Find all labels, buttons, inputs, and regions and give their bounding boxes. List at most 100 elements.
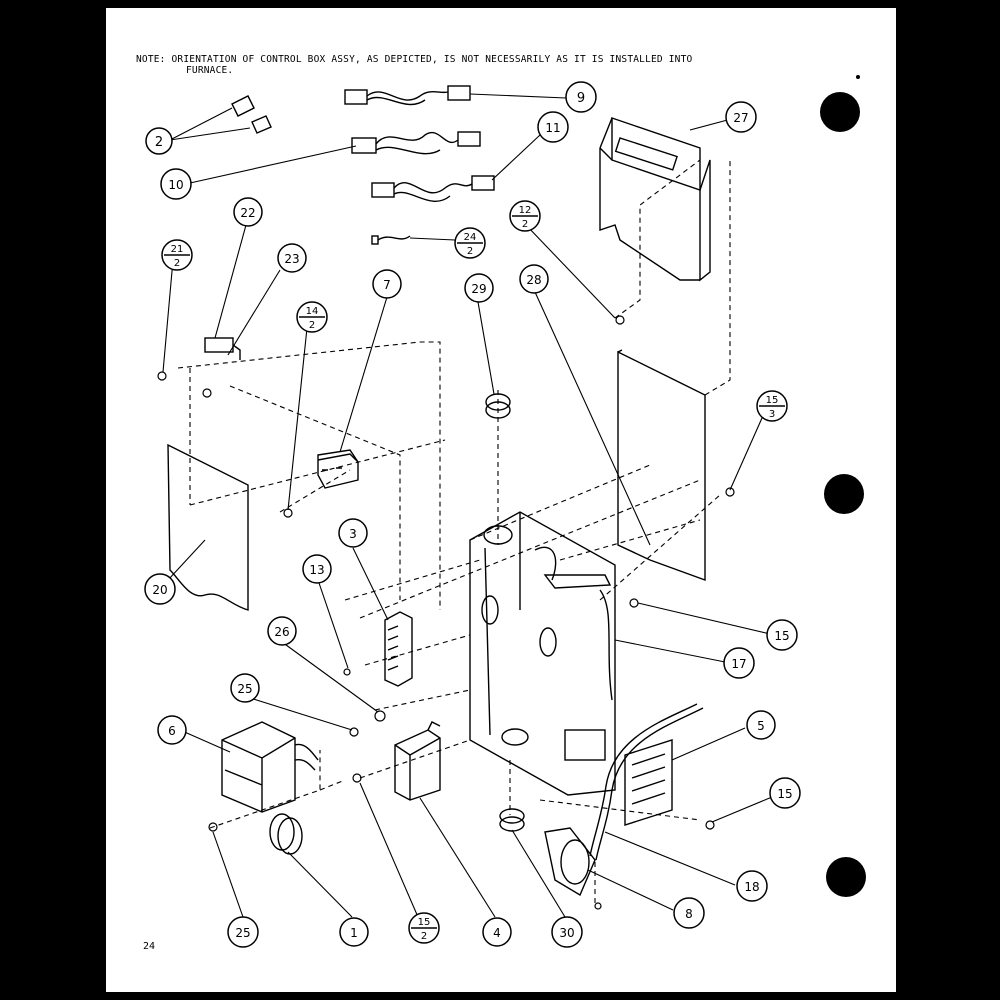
callout-4: 4	[482, 917, 512, 947]
svg-text:3: 3	[769, 409, 775, 420]
callout-5: 5	[746, 710, 776, 740]
svg-text:15: 15	[418, 917, 431, 928]
svg-text:12: 12	[519, 205, 532, 216]
stray-mark	[856, 75, 860, 79]
relay-4	[394, 721, 441, 801]
svg-text:20: 20	[152, 583, 167, 597]
control-board-27	[599, 117, 711, 282]
svg-text:2: 2	[467, 246, 473, 257]
transformer-6	[221, 721, 319, 813]
callout-25-upper: 25	[230, 673, 260, 703]
callout-26: 26	[267, 616, 297, 646]
callout-10: 10	[160, 168, 192, 200]
callout-3: 3	[338, 518, 368, 548]
svg-text:24: 24	[464, 232, 477, 243]
wire-caps-2	[231, 95, 272, 134]
svg-text:11: 11	[545, 121, 560, 135]
svg-text:8: 8	[685, 907, 693, 921]
callout-8: 8	[673, 897, 705, 929]
callout-2: 2	[145, 127, 173, 155]
page-number: 24	[143, 941, 156, 952]
svg-text:18: 18	[744, 880, 759, 894]
callout-27: 27	[725, 101, 757, 133]
control-box-17	[469, 511, 616, 796]
fraction-callout-15-2: 15 2	[408, 912, 440, 944]
svg-text:10: 10	[168, 178, 183, 192]
callout-20: 20	[144, 573, 176, 605]
svg-text:25: 25	[235, 926, 250, 940]
callout-18: 18	[736, 870, 768, 902]
svg-text:30: 30	[559, 926, 574, 940]
panel-20	[167, 443, 249, 611]
grommet-30	[499, 808, 525, 832]
svg-text:6: 6	[168, 724, 176, 738]
relay-7	[317, 449, 359, 489]
bracket-8	[544, 827, 596, 897]
callout-22: 22	[233, 197, 263, 227]
svg-text:2: 2	[522, 219, 528, 230]
callout-29: 29	[464, 273, 494, 303]
note-line-1: NOTE: ORIENTATION OF CONTROL BOX ASSY, A…	[136, 54, 693, 65]
svg-text:28: 28	[526, 273, 541, 287]
callout-6: 6	[157, 715, 187, 745]
callout-9: 9	[565, 81, 597, 113]
fraction-callout-15-3: 15 3	[756, 390, 788, 422]
svg-text:7: 7	[383, 278, 391, 292]
svg-text:4: 4	[493, 926, 501, 940]
wire-harness-11	[371, 175, 495, 202]
callout-bubbles: 2 9 10 11 27 22 23 7 29 28 20 3 13 26 25…	[144, 81, 801, 948]
callout-7: 7	[372, 269, 402, 299]
binder-hole-bottom	[826, 857, 866, 897]
callout-25-lower: 25	[227, 916, 259, 948]
svg-text:27: 27	[733, 111, 748, 125]
svg-text:2: 2	[155, 135, 163, 150]
callout-23: 23	[277, 243, 307, 273]
fraction-callout-12-2: 12 2	[509, 200, 541, 232]
sensor-18	[589, 703, 704, 861]
svg-text:22: 22	[240, 206, 255, 220]
screws	[157, 315, 735, 910]
svg-text:13: 13	[309, 563, 324, 577]
wire-harness-9	[344, 85, 471, 106]
svg-text:3: 3	[349, 527, 357, 541]
svg-text:1: 1	[350, 926, 358, 940]
grommet-29	[485, 393, 511, 419]
fraction-callouts: 12 2 15 3 14 2 21 2	[161, 200, 788, 944]
svg-text:14: 14	[306, 306, 319, 317]
svg-text:2: 2	[421, 931, 427, 942]
svg-text:2: 2	[309, 320, 315, 331]
callout-11: 11	[537, 111, 569, 143]
callout-15-right: 15	[766, 619, 798, 651]
callout-1: 1	[339, 917, 369, 947]
callout-30: 30	[551, 916, 583, 948]
svg-text:9: 9	[577, 91, 585, 106]
callout-15-lower: 15	[769, 777, 801, 809]
grommet-1	[269, 813, 303, 855]
note-line-2: FURNACE.	[186, 65, 234, 76]
part-24	[371, 235, 411, 245]
board-5	[624, 739, 673, 826]
svg-text:15: 15	[777, 787, 792, 801]
callout-13: 13	[302, 554, 332, 584]
alignment-lines	[177, 158, 731, 905]
svg-text:15: 15	[774, 629, 789, 643]
leader-lines	[162, 93, 773, 918]
svg-text:5: 5	[757, 719, 765, 733]
svg-text:29: 29	[471, 282, 486, 296]
svg-text:21: 21	[171, 244, 184, 255]
svg-text:26: 26	[274, 625, 289, 639]
fraction-callout-24-2: 24 2	[454, 227, 486, 259]
fraction-callout-21-2: 21 2	[161, 239, 193, 271]
svg-text:25: 25	[237, 682, 252, 696]
panel-28	[617, 349, 706, 581]
callout-28: 28	[519, 264, 549, 294]
orientation-note: NOTE: ORIENTATION OF CONTROL BOX ASSY, A…	[136, 54, 836, 76]
svg-text:17: 17	[731, 657, 746, 671]
binder-hole-top	[820, 92, 860, 132]
svg-text:15: 15	[766, 395, 779, 406]
svg-text:2: 2	[174, 258, 180, 269]
terminal-strip-3	[384, 611, 413, 687]
fraction-callout-14-2: 14 2	[296, 301, 328, 333]
